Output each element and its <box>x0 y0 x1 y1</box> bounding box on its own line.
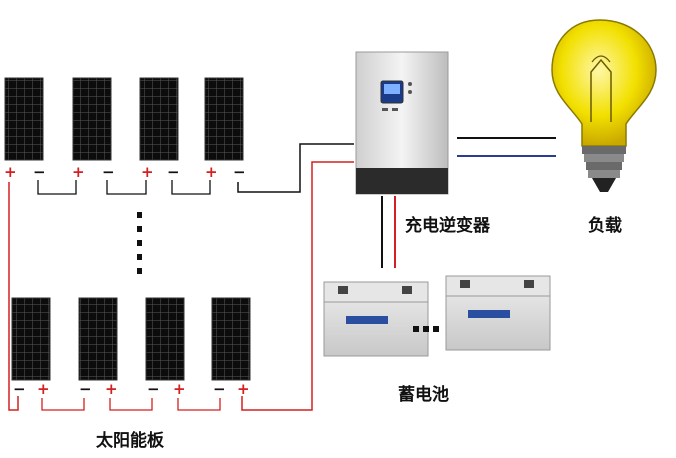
positive-sign: + <box>205 163 218 181</box>
load-label: 负载 <box>588 216 622 236</box>
bottom-series-links <box>41 398 221 411</box>
positive-sign: + <box>4 163 17 181</box>
negative-sign: − <box>233 163 246 181</box>
negative-output-wire <box>237 143 354 193</box>
top-series-links <box>37 180 211 195</box>
solar-panel-bottom-4 <box>211 297 251 381</box>
load-wires <box>457 137 556 157</box>
continuation-dots-vertical <box>137 212 142 274</box>
battery-link-wires <box>381 196 396 268</box>
solar-panel-label: 太阳能板 <box>96 431 164 451</box>
positive-sign: + <box>237 380 250 398</box>
battery-label: 蓄电池 <box>398 385 449 405</box>
solar-panel-bottom-2 <box>78 297 118 381</box>
solar-panel-top-3 <box>139 77 179 161</box>
solar-panel-bottom-1 <box>11 297 51 381</box>
negative-sign: − <box>13 380 26 398</box>
positive-sign: + <box>141 163 154 181</box>
solar-panel-top-1 <box>4 77 44 161</box>
battery-2 <box>445 275 551 351</box>
negative-sign: − <box>102 163 115 181</box>
positive-string-wire <box>8 161 354 411</box>
light-bulb-icon <box>551 19 657 192</box>
positive-sign: + <box>37 380 50 398</box>
positive-sign: + <box>173 380 186 398</box>
inverter-label: 充电逆变器 <box>405 216 490 236</box>
negative-sign: − <box>213 380 226 398</box>
solar-panel-top-2 <box>72 77 112 161</box>
solar-panel-top-4 <box>204 77 244 161</box>
charge-inverter-device <box>355 51 449 195</box>
continuation-dots-horizontal <box>413 326 439 332</box>
negative-sign: − <box>79 380 92 398</box>
negative-sign: − <box>33 163 46 181</box>
positive-sign: + <box>105 380 118 398</box>
positive-sign: + <box>72 163 85 181</box>
negative-sign: − <box>167 163 180 181</box>
negative-sign: − <box>147 380 160 398</box>
battery-1 <box>323 281 429 357</box>
solar-panel-bottom-3 <box>145 297 185 381</box>
